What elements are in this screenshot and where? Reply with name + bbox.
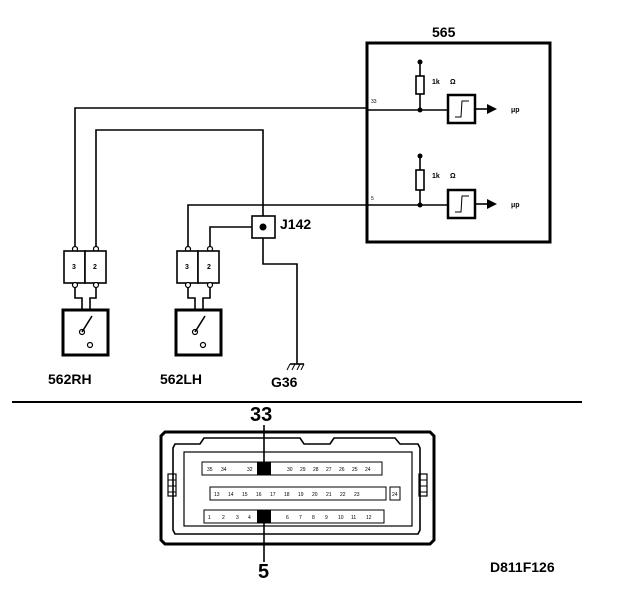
pin-cell: 24 xyxy=(365,467,371,473)
pin-cell: 10 xyxy=(338,515,344,521)
pin-cell: 35 xyxy=(207,467,213,473)
pin-cell: 22 xyxy=(340,492,346,498)
pin-cell: 9 xyxy=(325,515,328,521)
pin-row-1: 35 34 32 30 29 28 27 26 25 24 xyxy=(201,461,383,476)
resistor-top-label: 1k xyxy=(432,79,440,86)
junction-label: J142 xyxy=(280,216,311,232)
pin-cell: 2 xyxy=(222,515,225,521)
pin-cell: 24 xyxy=(392,492,398,498)
pin-cell: 27 xyxy=(326,467,332,473)
pin-cell: 1 xyxy=(208,515,211,521)
svg-text:3: 3 xyxy=(72,264,76,271)
pin-cell: 29 xyxy=(300,467,306,473)
pin-cell: 17 xyxy=(270,492,276,498)
pin-cell: 8 xyxy=(312,515,315,521)
wire-pin5 xyxy=(187,204,367,247)
pin-cell: 7 xyxy=(299,515,302,521)
svg-text:3: 3 xyxy=(185,264,189,271)
pin-cell: 34 xyxy=(221,467,227,473)
output-bottom: μp xyxy=(511,202,520,209)
pin-cell: 26 xyxy=(339,467,345,473)
connector-lh: 3 2 xyxy=(176,245,220,289)
pin-cell: 6 xyxy=(286,515,289,521)
connector-face: 35 34 32 30 29 28 27 26 25 24 13 14 15 1… xyxy=(159,425,436,562)
ecu-box xyxy=(365,41,552,244)
pin-cell: 15 xyxy=(242,492,248,498)
connector-pin-5-label: 5 xyxy=(258,561,269,583)
pin-row-2: 13 14 15 16 17 18 19 20 21 22 23 24 xyxy=(209,486,401,501)
resistor-top-unit: Ω xyxy=(450,79,456,86)
pin-cell: 16 xyxy=(256,492,262,498)
ecu-channel-top: 1k Ω μp 33 xyxy=(367,59,520,125)
pin-cell: 32 xyxy=(247,467,253,473)
pin-cell: 28 xyxy=(313,467,319,473)
pin-cell: 12 xyxy=(366,515,372,521)
ecu-channel-bottom: 1k Ω μp 5 xyxy=(367,153,520,220)
ground-label: G36 xyxy=(271,374,298,390)
wire-rh-common xyxy=(95,129,264,247)
svg-text:2: 2 xyxy=(207,264,211,271)
switch-rh-label: 562RH xyxy=(48,371,92,387)
pin-cell: 13 xyxy=(214,492,220,498)
pin-cell: 23 xyxy=(354,492,360,498)
wire-pin33 xyxy=(74,107,367,247)
pin-cell: 19 xyxy=(298,492,304,498)
pin-cell: 4 xyxy=(248,515,251,521)
pin-cell: 18 xyxy=(284,492,290,498)
svg-text:2: 2 xyxy=(93,264,97,271)
pin-cell: 21 xyxy=(326,492,332,498)
ground-icon xyxy=(286,363,305,371)
schmitt-trigger-top-icon xyxy=(446,93,477,125)
pin-cell: 14 xyxy=(228,492,234,498)
resistor-bottom-label: 1k xyxy=(432,173,440,180)
connector-pin-33-label: 33 xyxy=(250,404,272,426)
wire-lh-common xyxy=(209,226,252,247)
pin-cell: 3 xyxy=(236,515,239,521)
pin-cell: 30 xyxy=(287,467,293,473)
pin-label-33: 33 xyxy=(371,99,377,105)
resistor-bottom-unit: Ω xyxy=(450,173,456,180)
switch-rh-icon xyxy=(61,308,110,357)
pin-cell: 25 xyxy=(352,467,358,473)
connector-rh: 3 2 xyxy=(63,245,107,289)
drawing-code: D811F126 xyxy=(490,559,555,575)
pin-row-3: 1 2 3 4 6 7 8 9 10 11 12 xyxy=(203,509,385,524)
switch-lh-icon xyxy=(174,308,223,357)
wire-ground xyxy=(262,238,298,364)
pin-cell: 11 xyxy=(351,515,356,521)
output-top: μp xyxy=(511,107,520,114)
pin-cell: 20 xyxy=(312,492,318,498)
switch-lh-label: 562LH xyxy=(160,371,202,387)
ecu-label: 565 xyxy=(432,24,456,40)
pin-label-5: 5 xyxy=(371,196,374,202)
